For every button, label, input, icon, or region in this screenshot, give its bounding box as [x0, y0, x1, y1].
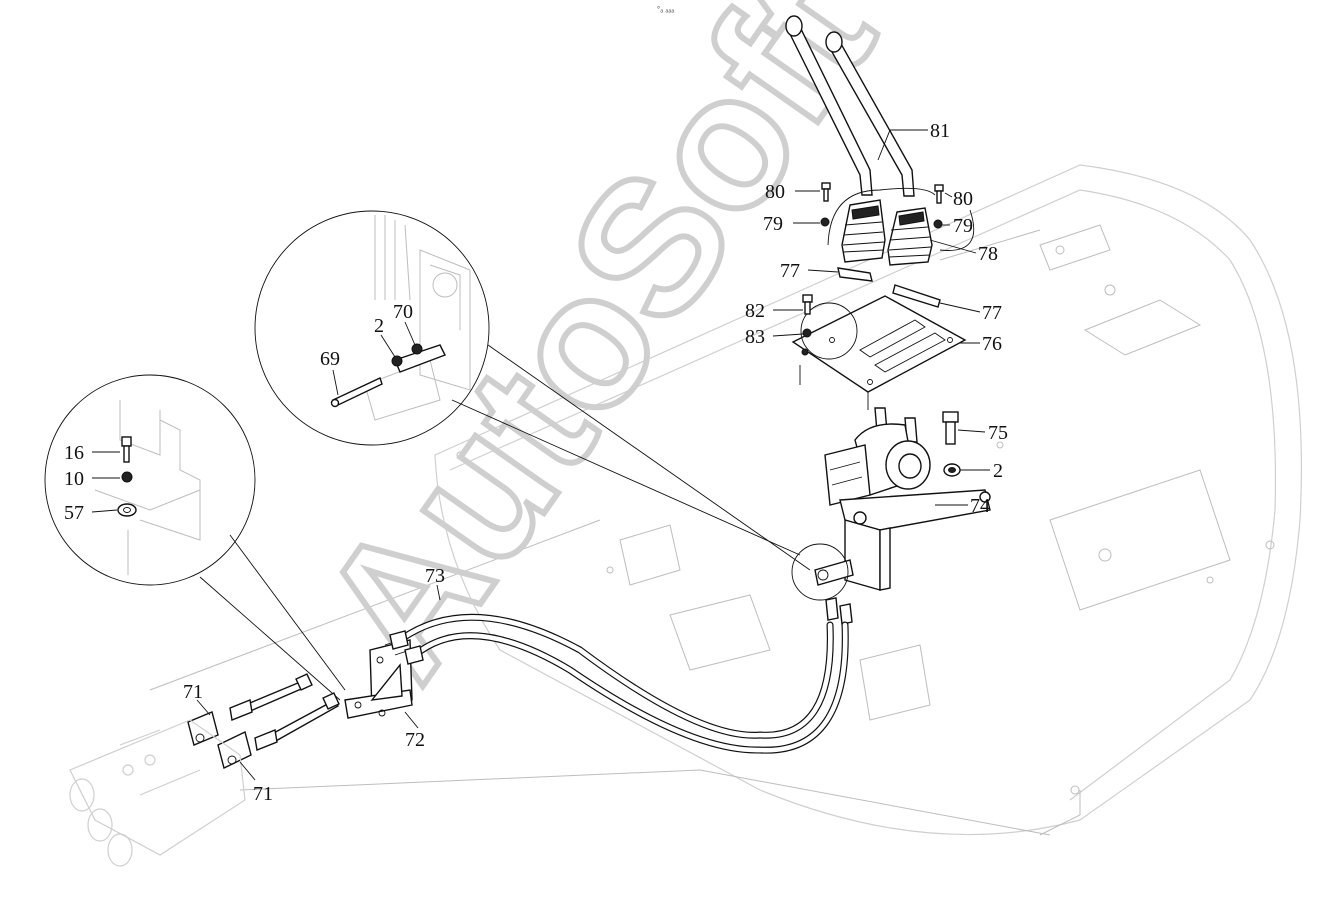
- lever-boots: [827, 187, 975, 266]
- callout-2-left: 2: [374, 315, 384, 337]
- callout-72: 72: [405, 729, 425, 751]
- callout-69: 69: [320, 348, 340, 370]
- callout-10: 10: [64, 468, 84, 490]
- cable-bracket: [344, 630, 424, 719]
- callout-77-left: 77: [780, 260, 800, 282]
- screw-82-washer-83: [802, 294, 813, 338]
- callout-77-right: 77: [982, 302, 1002, 324]
- mount-plates: [791, 267, 967, 410]
- background-frame: [149, 164, 1302, 836]
- callout-76: 76: [982, 333, 1002, 355]
- callout-73: 73: [425, 565, 445, 587]
- callout-81: 81: [930, 120, 950, 142]
- callout-16: 16: [64, 442, 84, 464]
- callout-71-top: 71: [183, 681, 203, 703]
- callout-82: 82: [745, 300, 765, 322]
- callout-80-left: 80: [765, 181, 785, 203]
- callout-79-left: 79: [763, 213, 783, 235]
- top-mark: °ₐ ₐₐₐ: [657, 5, 675, 14]
- hydraulic-valve-ghost: [69, 719, 246, 867]
- callout-70: 70: [393, 301, 413, 323]
- callout-labels: 81 80 80 79 79 78 77 77 82 83 76 75 2 74…: [64, 120, 1008, 805]
- detail-circle-upper: [254, 210, 811, 571]
- rods-and-clevises: [187, 673, 340, 769]
- callout-2-right: 2: [993, 460, 1003, 482]
- control-levers: [785, 15, 915, 197]
- bolt-75-washer-2: [942, 411, 961, 477]
- leader-lines: [91, 129, 990, 781]
- callout-78: 78: [978, 243, 998, 265]
- callout-57: 57: [64, 502, 84, 524]
- detail-circle-left: [44, 374, 346, 701]
- control-cables: [396, 613, 849, 754]
- callout-83: 83: [745, 326, 765, 348]
- callout-75: 75: [988, 422, 1008, 444]
- callout-71-bottom: 71: [253, 783, 273, 805]
- callout-79-right: 79: [953, 215, 973, 237]
- screws-80-washers-79: [820, 182, 944, 229]
- callout-74: 74: [970, 495, 990, 517]
- valve-assembly: [791, 407, 991, 625]
- callout-80-right: 80: [953, 188, 973, 210]
